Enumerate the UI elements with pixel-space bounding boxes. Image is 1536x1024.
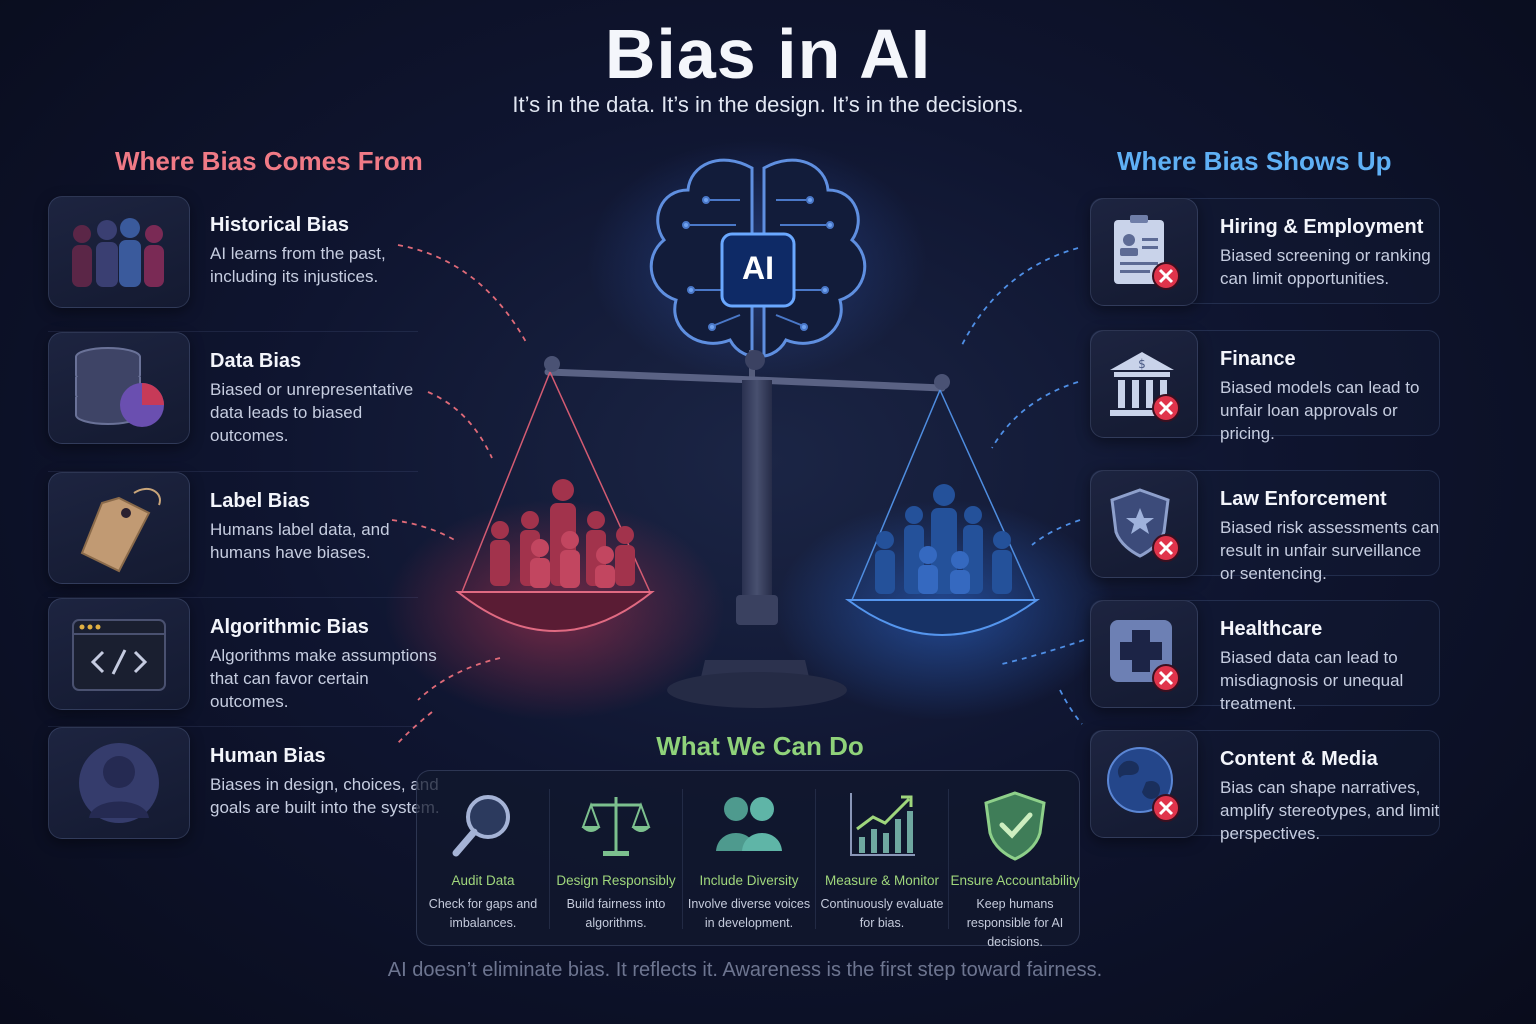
scales-icon (581, 789, 651, 861)
card-title: Label Bias (210, 490, 311, 512)
what-we-can-do-heading: What We Can Do (656, 731, 864, 761)
database-icon (48, 332, 190, 444)
card-description: Biased models can lead to unfair loan ap… (1220, 378, 1420, 443)
bias-source-card: Label Bias Humans label data, and humans… (48, 471, 418, 585)
divider (549, 789, 550, 929)
bias-impact-card: $ Finance Biased models can lead to unfa… (1090, 330, 1440, 444)
action-item: Design Responsibly Build fairness into a… (550, 771, 682, 947)
footer-message: AI doesn’t eliminate bias. It reflects i… (387, 959, 1103, 981)
police-badge-icon (1090, 470, 1198, 578)
card-description: AI learns from the past, including its i… (210, 244, 386, 286)
action-title: Audit Data (451, 873, 515, 888)
bias-impact-card: Content & Media Bias can shape narrative… (1090, 730, 1440, 844)
people-group-icon (48, 196, 190, 308)
card-title: Hiring & Employment (1220, 216, 1424, 238)
page-subtitle: It’s in the data. It’s in the design. It… (512, 92, 1024, 117)
action-item: Include Diversity Involve diverse voices… (683, 771, 815, 947)
action-title: Design Responsibly (556, 873, 676, 888)
bias-source-card: Human Bias Biases in design, choices, an… (48, 726, 440, 840)
card-title: Historical Bias (210, 214, 349, 236)
action-description: Involve diverse voices in development. (687, 897, 811, 930)
action-item: Audit Data Check for gaps and imbalances… (417, 771, 549, 947)
action-description: Check for gaps and imbalances. (428, 897, 538, 930)
card-description: Biased or unrepresentative data leads to… (210, 380, 414, 445)
action-description: Build fairness into algorithms. (566, 897, 666, 930)
shield-check-icon (980, 789, 1050, 861)
growth-chart-icon (847, 789, 917, 861)
medical-cross-icon (1090, 600, 1198, 708)
action-title: Measure & Monitor (824, 873, 940, 888)
right-connectors (961, 247, 1085, 725)
bias-source-card: Historical Bias AI learns from the past,… (48, 196, 418, 310)
what-we-can-do-panel: Audit Data Check for gaps and imbalances… (416, 770, 1081, 949)
card-description: Biased risk assessments can result in un… (1220, 518, 1440, 583)
svg-text:$: $ (1138, 357, 1146, 371)
action-item: Measure & Monitor Continuously evaluate … (816, 771, 948, 947)
card-description: Biases in design, choices, and goals are… (210, 775, 440, 817)
page-title: Bias in AI (604, 15, 932, 93)
action-description: Continuously evaluate for bias. (820, 897, 944, 930)
action-description: Keep humans responsible for AI decisions… (966, 897, 1064, 949)
bias-source-card: Data Bias Biased or unrepresentative dat… (48, 331, 418, 445)
action-title: Include Diversity (699, 873, 799, 888)
bias-impact-card: Law Enforcement Biased risk assessments … (1090, 470, 1440, 584)
divider (815, 789, 816, 929)
card-title: Human Bias (210, 745, 326, 767)
magnifier-icon (448, 789, 518, 861)
label-tag-icon (48, 472, 190, 584)
globe-icon (1090, 730, 1198, 838)
card-description: Algorithms make assumptions that can fav… (210, 646, 437, 711)
red-people-group (490, 479, 635, 588)
card-description: Humans label data, and humans have biase… (210, 520, 390, 562)
bias-impact-card: Healthcare Biased data can lead to misdi… (1090, 600, 1440, 714)
bias-impact-card: Hiring & Employment Biased screening or … (1090, 198, 1440, 312)
code-window-icon (48, 598, 190, 710)
card-title: Healthcare (1220, 618, 1323, 640)
person-icon (48, 727, 190, 839)
card-title: Finance (1220, 348, 1296, 370)
card-title: Content & Media (1220, 748, 1378, 770)
divider (948, 789, 949, 929)
action-title: Ensure Accountability (950, 873, 1080, 888)
ai-chip-icon (720, 232, 796, 308)
left-section-heading: Where Bias Comes From (115, 146, 423, 176)
left-connectors (391, 244, 527, 744)
divider (682, 789, 683, 929)
card-title: Law Enforcement (1220, 488, 1387, 510)
card-title: Data Bias (210, 350, 302, 372)
bank-icon: $ (1090, 330, 1198, 438)
ai-chip-label: AI (742, 250, 774, 286)
bias-source-card: Algorithmic Bias Algorithms make assumpt… (48, 597, 437, 711)
card-description: Bias can shape narratives, amplify stere… (1220, 778, 1440, 843)
two-people-icon (714, 789, 784, 861)
blue-people-group (875, 484, 1012, 594)
card-description: Biased data can lead to misdiagnosis or … (1220, 648, 1404, 713)
card-title: Algorithmic Bias (210, 616, 369, 638)
card-description: Biased screening or ranking can limit op… (1220, 246, 1431, 288)
resume-icon (1090, 198, 1198, 306)
brain-icon (649, 158, 867, 358)
right-section-heading: Where Bias Shows Up (1117, 146, 1392, 176)
scale-icon (455, 350, 1041, 708)
action-item: Ensure Accountability Keep humans respon… (949, 771, 1081, 949)
